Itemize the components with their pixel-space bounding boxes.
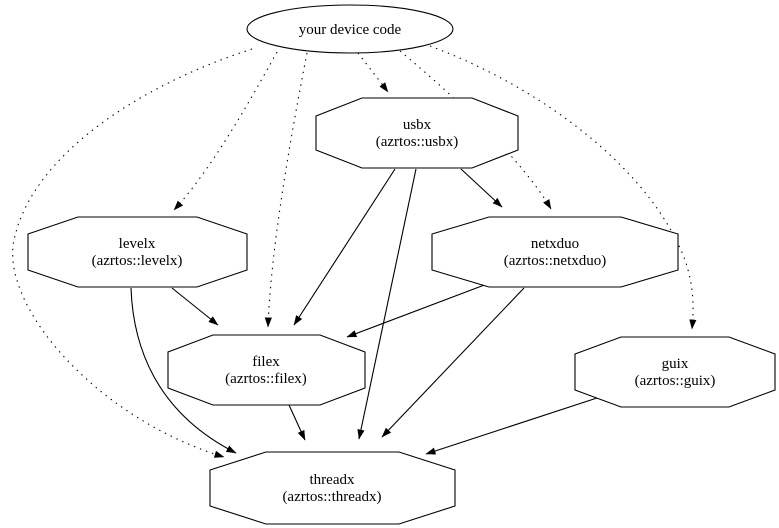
node-levelx: levelx (azrtos::levelx) [27, 216, 248, 288]
threadx-sublabel: (azrtos::threadx) [282, 489, 381, 505]
guix-sublabel: (azrtos::guix) [635, 373, 716, 389]
netxduo-label: netxduo [531, 236, 579, 252]
edges-group [12, 45, 697, 458]
netxduo-sublabel: (azrtos::netxduo) [504, 253, 606, 269]
threadx-octagon [209, 451, 456, 525]
levelx-octagon [27, 216, 248, 288]
usbx-label: usbx [403, 117, 432, 133]
edge-levelx-filex [171, 287, 219, 326]
edge-netxduo-filex [346, 283, 488, 338]
edge-filex-threadx [288, 404, 306, 441]
node-usbx: usbx (azrtos::usbx) [315, 97, 519, 169]
filex-label: filex [252, 354, 280, 370]
usbx-octagon [315, 97, 519, 169]
edge-usbx-filex [293, 168, 396, 326]
edge-netxduo-threadx [381, 287, 525, 438]
filex-octagon [167, 334, 366, 406]
node-threadx: threadx (azrtos::threadx) [209, 451, 456, 525]
levelx-sublabel: (azrtos::levelx) [92, 253, 183, 269]
levelx-label: levelx [119, 236, 156, 252]
device-code-label: your device code [299, 22, 402, 38]
guix-label: guix [662, 356, 689, 372]
usbx-sublabel: (azrtos::usbx) [376, 134, 458, 150]
edge-device-guix [429, 45, 697, 330]
device-code-ellipse [246, 4, 454, 54]
node-netxduo: netxduo (azrtos::netxduo) [431, 216, 679, 288]
threadx-label: threadx [310, 472, 355, 488]
edge-device-levelx [173, 51, 278, 211]
netxduo-octagon [431, 216, 679, 288]
edge-device-usbx [357, 52, 389, 93]
node-device-code: your device code [246, 4, 454, 54]
edge-usbx-threadx [357, 168, 417, 440]
filex-sublabel: (azrtos::filex) [225, 371, 307, 387]
edge-guix-threadx [425, 395, 604, 455]
guix-octagon [574, 336, 776, 408]
node-filex: filex (azrtos::filex) [167, 334, 366, 406]
edge-device-filex [264, 52, 308, 328]
edge-levelx-threadx [130, 287, 237, 454]
edge-usbx-netxduo [460, 168, 503, 208]
node-guix: guix (azrtos::guix) [574, 336, 776, 408]
